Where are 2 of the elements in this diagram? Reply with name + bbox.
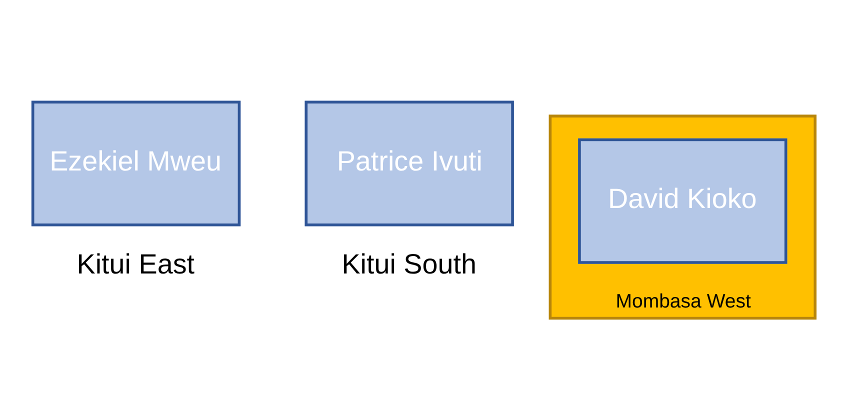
node-label: Kitui East bbox=[76, 248, 195, 280]
node-label: Kitui South bbox=[342, 248, 477, 280]
